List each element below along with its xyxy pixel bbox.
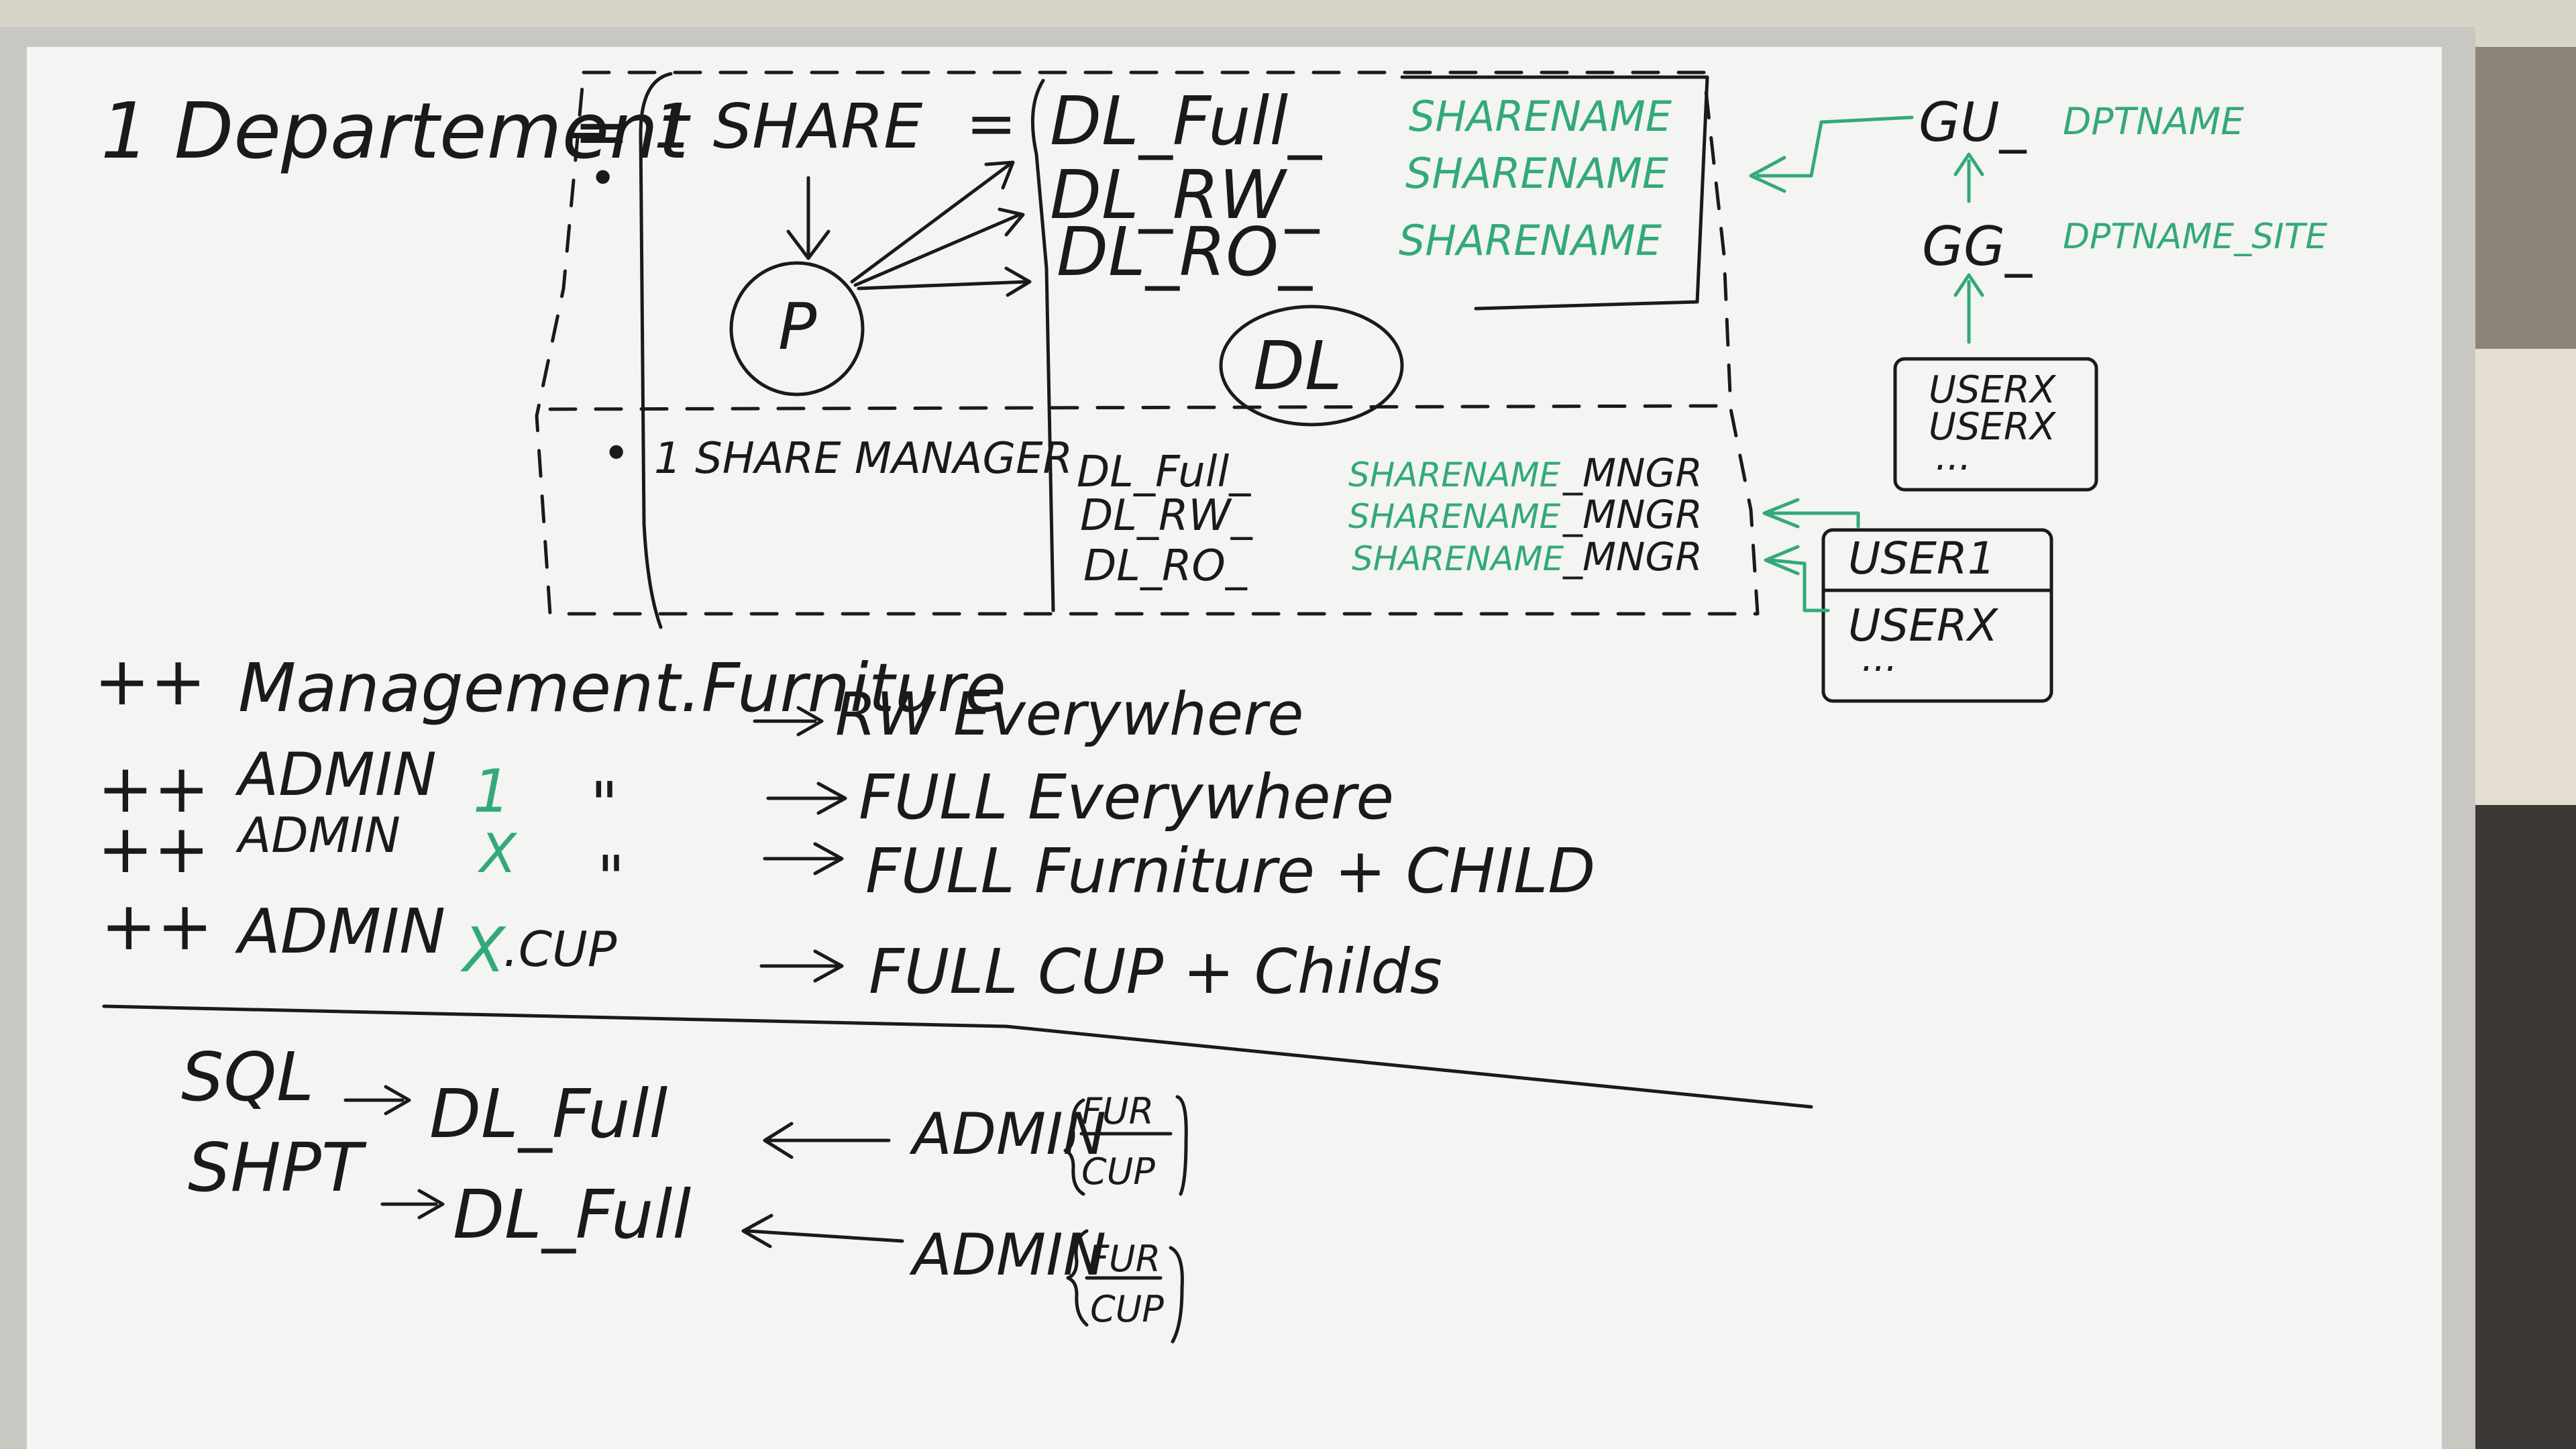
p-label: P [778, 290, 817, 364]
rule-1-prefix: ++ [94, 642, 207, 720]
mngr-ro-suffix: _MNGR [1562, 534, 1703, 580]
dl-ro-sharename: SHARENAME [1399, 216, 1662, 265]
rule-1-arrow [753, 706, 824, 737]
bottom-1-target: DL_Full [429, 1075, 667, 1153]
dl-ro-prefix: DL_RO_ [1057, 213, 1313, 291]
rule-1-result: RW Everywhere [835, 680, 1303, 749]
users-to-gg-arrow [1953, 273, 1984, 344]
bottom-2-right-arrow [380, 1189, 445, 1220]
p-circle [729, 261, 865, 396]
dl-rows-bracket [1400, 75, 1709, 311]
users-box-line-2: USERX [1929, 405, 2057, 449]
share-equals: = [966, 89, 1016, 159]
bottom-1-brace-close [1175, 1095, 1188, 1196]
department-equals: = [574, 92, 630, 170]
share-vertical-rule [1030, 78, 1055, 612]
bottom-1-right-arrow [343, 1085, 411, 1116]
rule-3-name: ADMIN [235, 807, 400, 863]
dl-circle [1219, 305, 1404, 427]
rule-3-name-green: X [477, 822, 518, 885]
bottom-1-admin: ADMIN [909, 1101, 1106, 1168]
mngr-rw-sharename: SHARENAME [1348, 497, 1561, 536]
dl-full-sharename: SHARENAME [1409, 92, 1672, 141]
bottom-2-brace-close [1169, 1246, 1184, 1344]
share-dashed-boundary [535, 70, 1760, 616]
rule-row-4: ++ ADMIN X .CUP FULL CUP + Childs [101, 887, 1442, 1008]
dl-circle-label: DL [1253, 327, 1342, 405]
gu-dptname: DPTNAME [2063, 100, 2244, 143]
share-bullet: • [589, 151, 616, 206]
rule-2-name-green: 1 [473, 757, 511, 826]
share-brace [639, 72, 673, 629]
users-box [1893, 357, 2098, 492]
rule-4-name-green: X [460, 914, 506, 986]
gu-prefix: GU_ [1919, 91, 2027, 154]
manager-to-mngr-arrows [1762, 498, 1860, 612]
mngr-full-suffix: _MNGR [1562, 450, 1703, 496]
share-label: 1 SHARE [654, 91, 922, 162]
users-box-line-1: USERX [1929, 368, 2057, 412]
section-divider [102, 1004, 1813, 1109]
dl-rw-sharename: SHARENAME [1405, 149, 1669, 198]
rule-3-ditto: " [597, 843, 625, 914]
bottom-2-left: SHPT [188, 1128, 367, 1207]
manager-box-top: USER1 [1848, 533, 1996, 584]
manager-box [1821, 528, 2053, 703]
mngr-full-prefix: DL_Full_ [1077, 447, 1251, 497]
department-label: 1 Departement [101, 87, 691, 176]
bottom-1-brace-bottom: CUP [1081, 1150, 1155, 1193]
rule-2-name: ADMIN [235, 740, 437, 809]
whiteboard-surface [27, 47, 2442, 1449]
rule-3-arrow [763, 842, 844, 875]
gg-dptname-site: DPTNAME_SITE [2063, 217, 2327, 257]
bottom-2-brace [1066, 1229, 1089, 1327]
dl-full-prefix: DL_Full_ [1050, 82, 1322, 160]
bottom-2-brace-bottom: CUP [1090, 1288, 1164, 1330]
users-box-line-3: ... [1935, 435, 1971, 479]
rule-3-result: FULL Furniture + CHILD [865, 835, 1595, 907]
rule-3-prefix: ++ [97, 810, 210, 888]
mngr-full-sharename: SHARENAME [1348, 455, 1561, 494]
share-down-arrow [786, 176, 830, 260]
bottom-line-1: SQL DL_Full ADMIN FUR CUP [181, 1038, 1188, 1196]
bottom-1-brace-top: FUR [1081, 1090, 1154, 1132]
mngr-rw-prefix: DL_RW_ [1080, 491, 1253, 541]
bottom-1-left: SQL [181, 1038, 314, 1116]
p-to-dl-arrows [850, 160, 1032, 297]
rule-2-prefix: ++ [97, 749, 210, 828]
bottom-1-left-arrow [763, 1122, 891, 1159]
rule-4-result: FULL CUP + Childs [869, 936, 1442, 1008]
bottom-2-target: DL_Full [453, 1175, 691, 1254]
bottom-2-brace-top: FUR [1088, 1238, 1161, 1280]
rule-row-3: ++ ADMIN X " FULL Furniture + CHILD [97, 807, 1595, 914]
rule-row-1: ++ Management.Furniture RW Everywhere [94, 642, 1303, 749]
rule-2-arrow [766, 782, 847, 815]
bottom-2-admin: ADMIN [909, 1222, 1106, 1289]
gu-to-share-arrow [1749, 115, 1914, 193]
manager-box-bottom-1: USERX [1848, 600, 1999, 651]
rule-1-name: Management.Furniture [238, 649, 1006, 727]
bottom-1-brace [1063, 1098, 1085, 1196]
rule-4-arrow [759, 949, 844, 983]
rule-2-result: FULL Everywhere [859, 761, 1394, 833]
rule-2-ditto: " [590, 769, 618, 840]
share-divider-dashed [548, 404, 1733, 411]
share-manager-label: 1 SHARE MANAGER [654, 434, 1073, 484]
rule-4-name-tail: .CUP [503, 921, 617, 977]
manager-box-bottom-2: ... [1862, 637, 1897, 680]
rule-row-2: ++ ADMIN 1 " FULL Everywhere [97, 740, 1394, 840]
mngr-ro-sharename: SHARENAME [1352, 539, 1564, 578]
rule-4-prefix: ++ [101, 887, 213, 965]
bottom-line-2: SHPT DL_Full ADMIN FUR CUP [188, 1128, 1184, 1344]
dl-rw-prefix: DL_RW_ [1050, 156, 1320, 234]
bottom-2-left-arrow [741, 1214, 904, 1248]
mngr-rw-suffix: _MNGR [1562, 492, 1703, 537]
gg-to-gu-arrow [1953, 152, 1984, 203]
mngr-ro-prefix: DL_RO_ [1083, 541, 1248, 591]
share-manager-bullet: • [602, 426, 630, 481]
rule-4-name: ADMIN [235, 896, 445, 967]
gg-prefix: GG_ [1922, 215, 2033, 278]
